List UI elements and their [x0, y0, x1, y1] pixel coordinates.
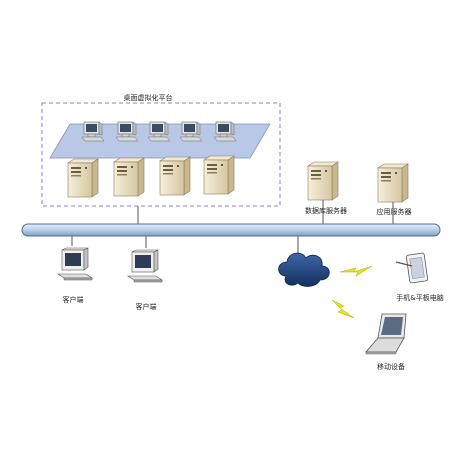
platform-server-3	[159, 156, 191, 196]
mobile-device-label: 移动设备	[377, 362, 405, 371]
platform-server-2	[113, 157, 145, 197]
tablet-icon	[395, 252, 429, 284]
application-server	[377, 163, 409, 203]
client-2-label: 客户端	[136, 302, 157, 311]
virtual-desktop-1	[81, 121, 105, 142]
lightning-icon-upper	[339, 265, 373, 277]
platform-server-4	[203, 155, 235, 195]
virtualization-platform-frame	[41, 102, 281, 207]
virtual-desktop-4	[179, 121, 203, 142]
application-server-label: 应用服务器	[377, 207, 412, 216]
client-1-label: 客户端	[63, 295, 84, 304]
lightning-icon-lower	[331, 299, 355, 319]
virtual-desktop-3	[147, 121, 171, 142]
phone-tablet-label: 手机&平板电脑	[396, 293, 443, 302]
client-1	[57, 247, 93, 281]
client-2	[127, 249, 163, 283]
virtual-desktop-5	[213, 121, 237, 142]
platform-title: 桌面虚拟化平台	[124, 93, 173, 102]
laptop-icon	[365, 313, 407, 355]
platform-server-1	[67, 158, 99, 198]
network-bus	[21, 223, 441, 237]
cloud-icon	[278, 252, 330, 287]
database-server	[307, 161, 339, 201]
database-server-label: 数据库服务器	[305, 206, 347, 215]
virtual-desktop-2	[115, 121, 139, 142]
